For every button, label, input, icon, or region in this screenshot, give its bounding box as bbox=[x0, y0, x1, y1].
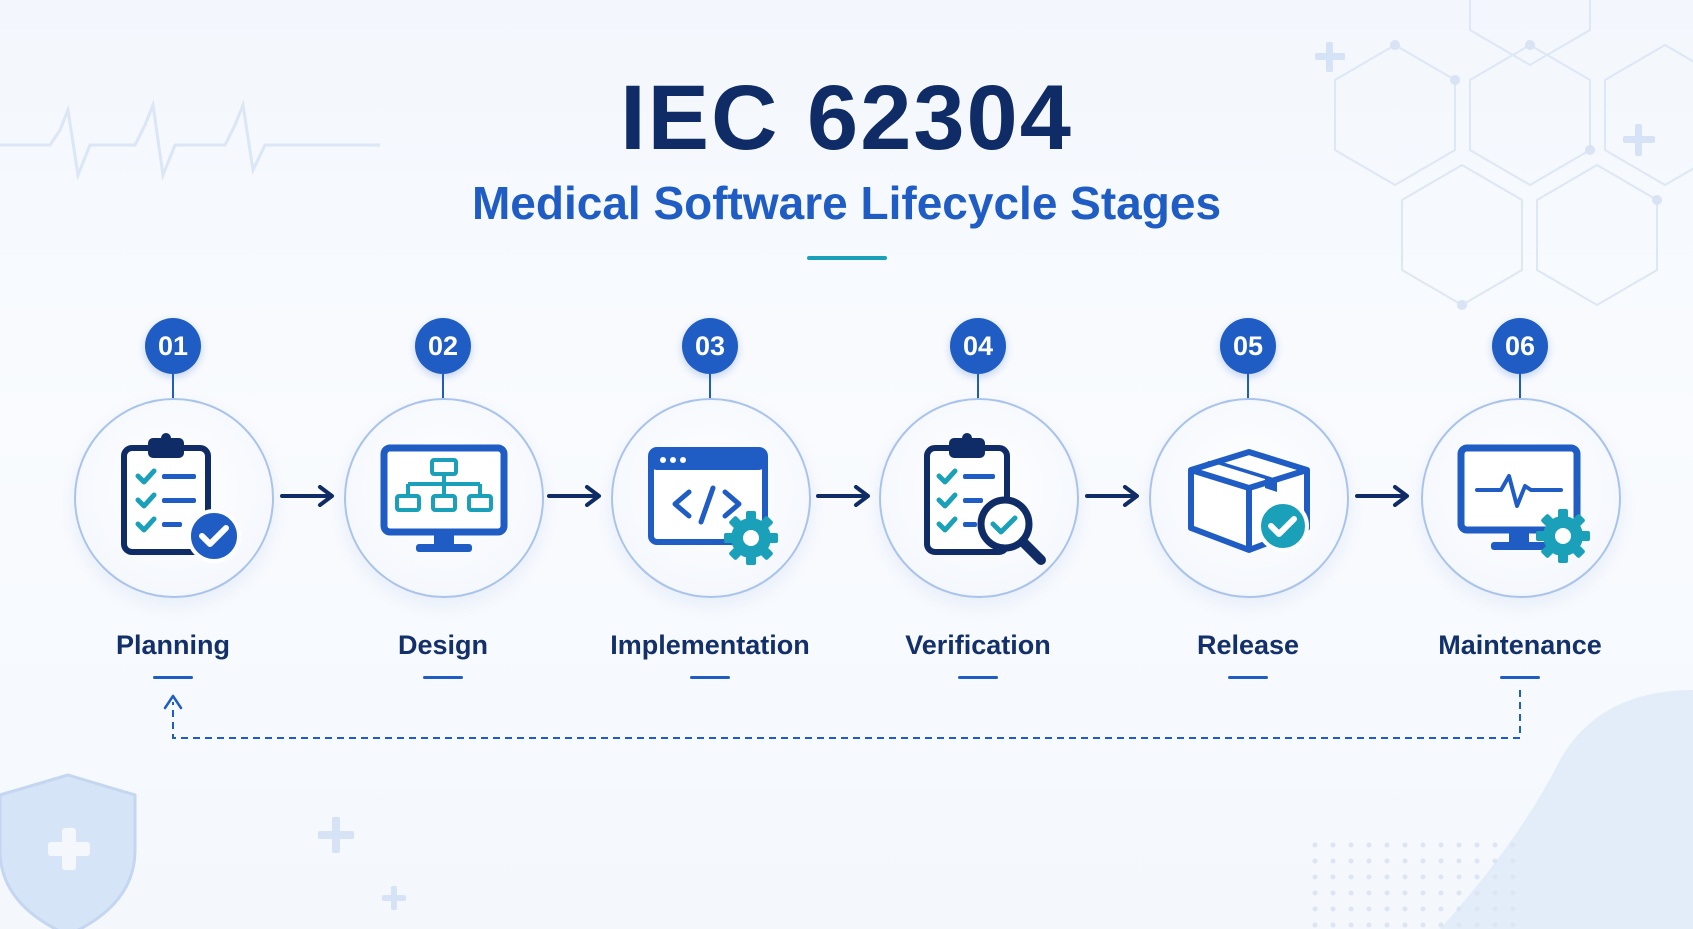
package-check-icon bbox=[1188, 449, 1310, 553]
arrow-right-icon bbox=[1355, 485, 1409, 507]
title-underline bbox=[807, 256, 887, 260]
stage-label-underline bbox=[423, 676, 463, 679]
stage-circle bbox=[74, 398, 274, 598]
badge-connector bbox=[442, 374, 444, 399]
page-title: IEC 62304 bbox=[620, 67, 1073, 169]
stage-design: 02 Design bbox=[343, 0, 544, 700]
arrow-right-icon bbox=[816, 485, 870, 507]
shield-icon bbox=[0, 773, 137, 929]
stage-label: Release bbox=[1196, 630, 1300, 660]
stage-circle bbox=[344, 398, 544, 598]
page-subtitle: Medical Software Lifecycle Stages bbox=[471, 177, 1222, 229]
stage-circle bbox=[611, 398, 811, 598]
stage-label: Verification bbox=[905, 630, 1051, 660]
clipboard-magnifier-icon bbox=[924, 433, 1046, 565]
stage-number-badge: 05 bbox=[1220, 318, 1276, 374]
code-window-gear-icon bbox=[648, 447, 778, 565]
stage-circle bbox=[1421, 398, 1621, 598]
stage-planning: 01 Planning bbox=[73, 0, 274, 700]
plus-sign-decoration bbox=[318, 42, 1655, 910]
dot-grid-decoration bbox=[1312, 842, 1516, 928]
badge-connector bbox=[977, 374, 979, 399]
stage-label: Implementation bbox=[610, 630, 810, 660]
monitor-heartbeat-gear-icon bbox=[1457, 444, 1590, 563]
stage-number-badge: 06 bbox=[1492, 318, 1548, 374]
stage-label-underline bbox=[153, 676, 193, 679]
badge-connector bbox=[172, 374, 174, 399]
stage-label-underline bbox=[690, 676, 730, 679]
arrow-right-icon bbox=[280, 485, 334, 507]
arrow-right-icon bbox=[1085, 485, 1139, 507]
badge-connector bbox=[1247, 374, 1249, 399]
badge-connector bbox=[1519, 374, 1521, 399]
monitor-flowchart-icon bbox=[380, 444, 508, 552]
stage-label-underline bbox=[1228, 676, 1268, 679]
clipboard-checklist-icon bbox=[121, 433, 241, 563]
stage-maintenance: 06 bbox=[1420, 0, 1621, 700]
stage-circle bbox=[879, 398, 1079, 598]
stage-label-underline bbox=[958, 676, 998, 679]
stage-label: Design bbox=[397, 630, 489, 660]
stage-release: 05 Release bbox=[1148, 0, 1349, 700]
stage-number-badge: 03 bbox=[682, 318, 738, 374]
stage-label: Planning bbox=[116, 630, 230, 660]
stage-label: Maintenance bbox=[1438, 630, 1602, 660]
stage-implementation: 03 bbox=[610, 0, 811, 700]
badge-connector bbox=[709, 374, 711, 399]
stage-number-badge: 04 bbox=[950, 318, 1006, 374]
stage-circle bbox=[1149, 398, 1349, 598]
ecg-line-decoration bbox=[0, 99, 380, 181]
stage-verification: 04 Verification bbox=[878, 0, 1079, 700]
stage-number-badge: 01 bbox=[145, 318, 201, 374]
stage-number-badge: 02 bbox=[415, 318, 471, 374]
arrow-right-icon bbox=[547, 485, 601, 507]
stage-label-underline bbox=[1500, 676, 1540, 679]
